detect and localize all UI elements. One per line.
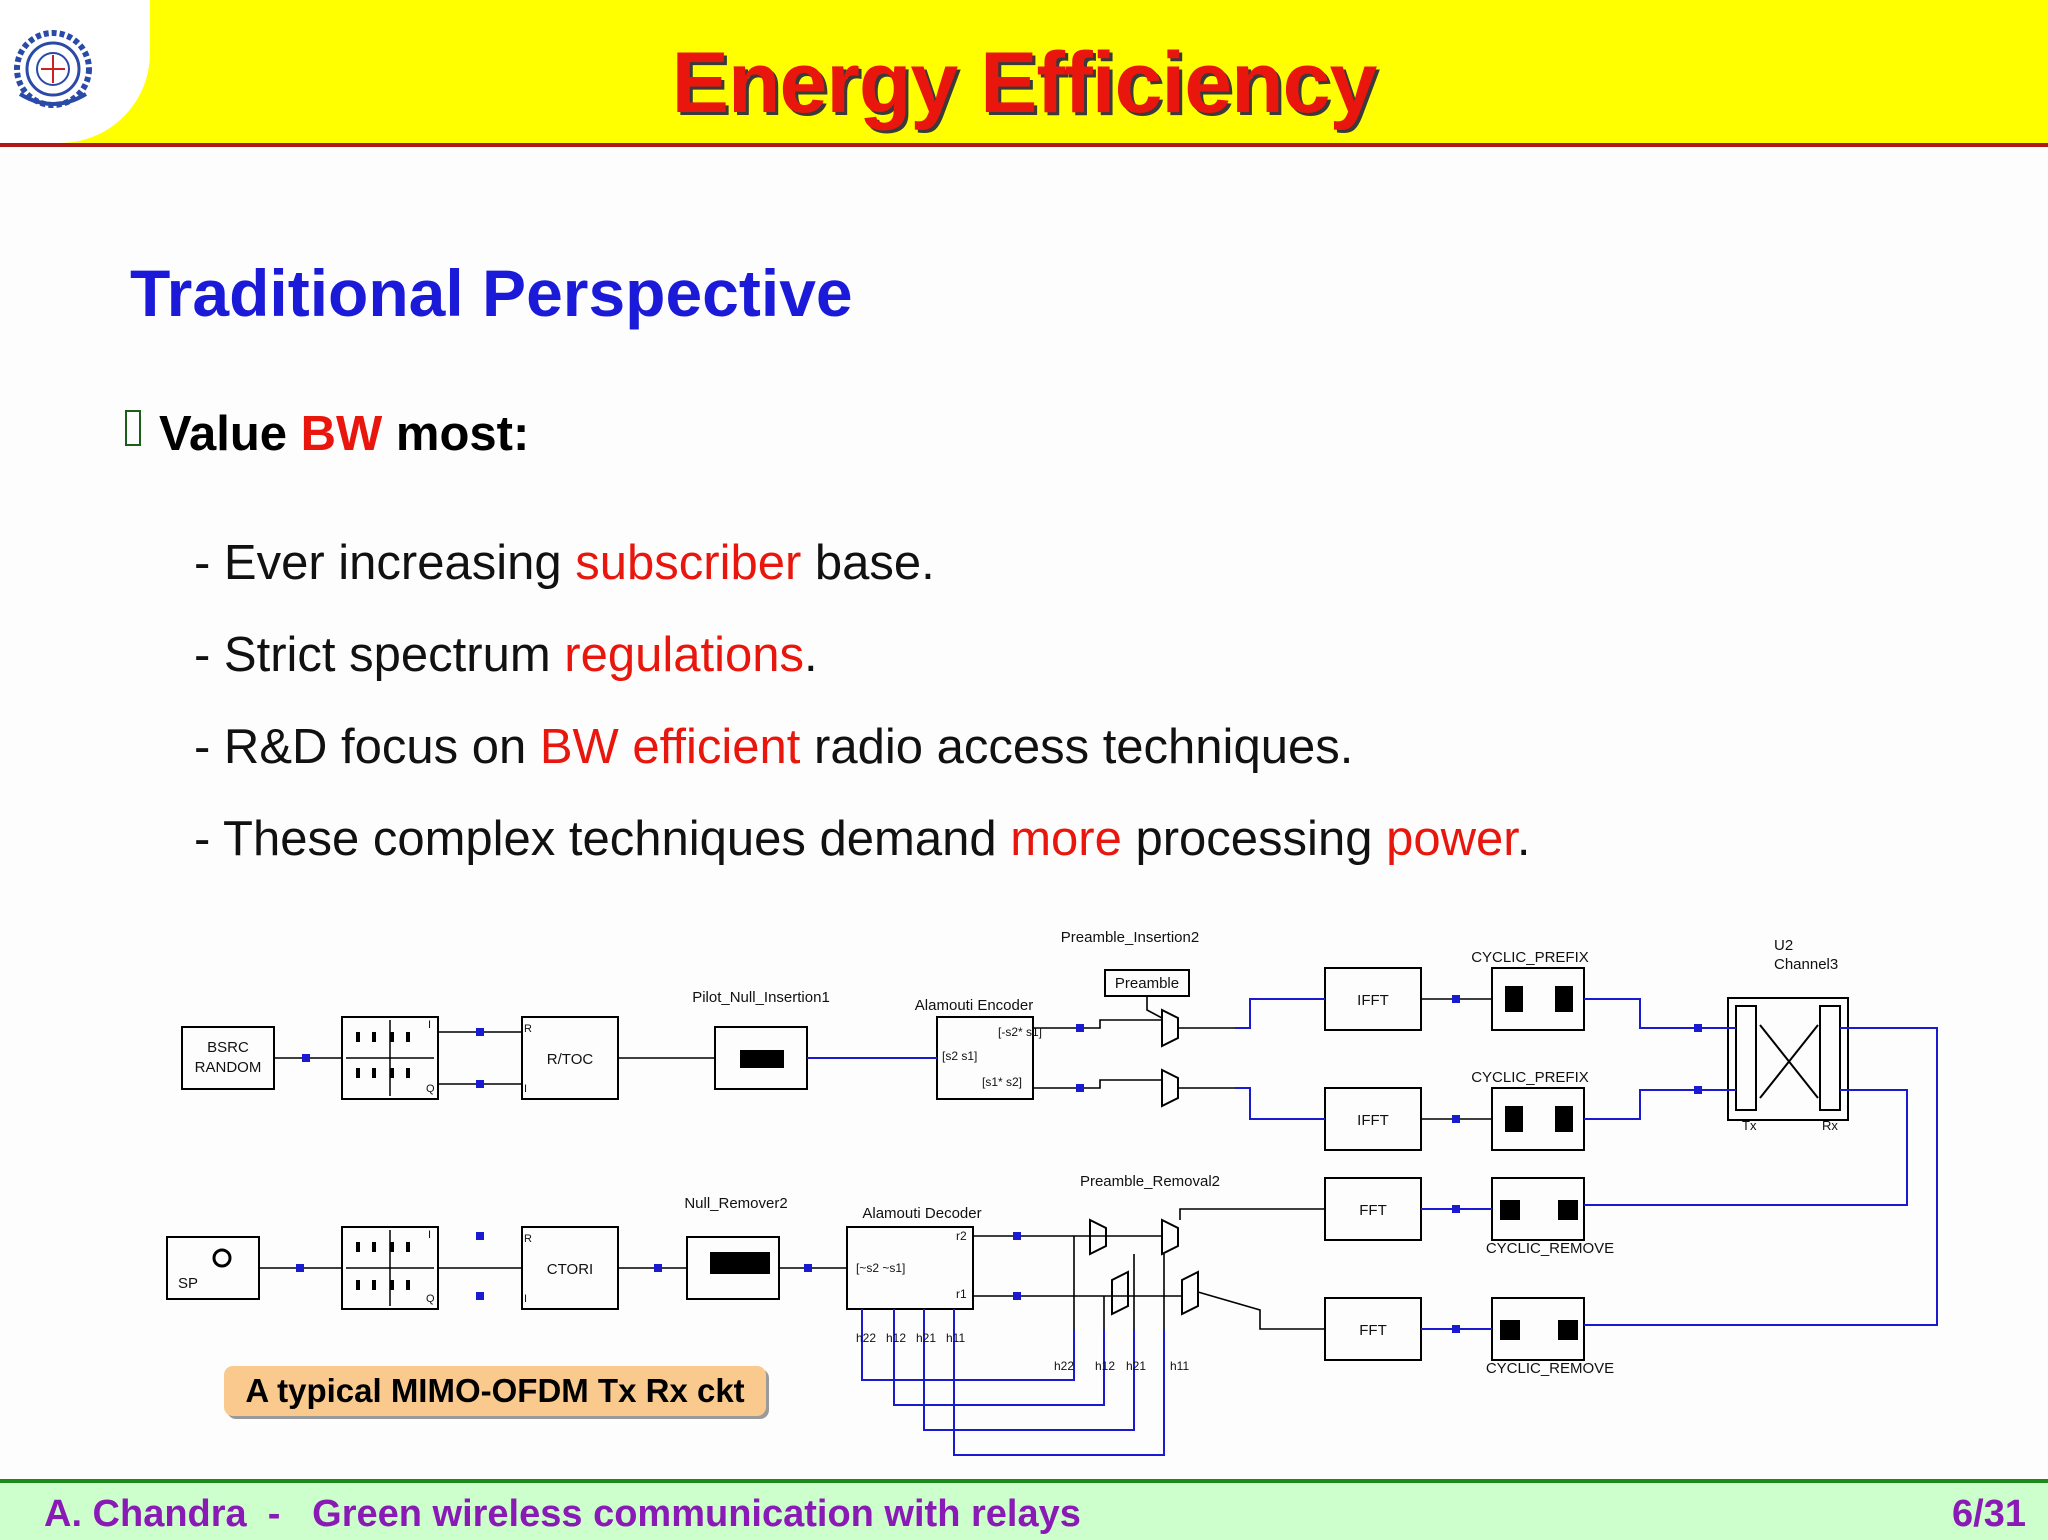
- svg-text:[s2 s1]: [s2 s1]: [942, 1049, 977, 1063]
- logo-area: [0, 0, 150, 143]
- svg-text:h21: h21: [1126, 1359, 1146, 1373]
- list-item: - These complex techniques demand more p…: [194, 812, 1531, 866]
- svg-text:Rx: Rx: [1822, 1118, 1838, 1133]
- svg-text:CTORI: CTORI: [547, 1261, 593, 1278]
- svg-text:Preamble: Preamble: [1115, 975, 1179, 992]
- svg-text:Alamouti Encoder: Alamouti Encoder: [915, 997, 1033, 1014]
- slide-title: Energy Efficiency: [671, 35, 1378, 131]
- svg-text:Pilot_Null_Insertion1: Pilot_Null_Insertion1: [692, 989, 830, 1006]
- svg-text:r2: r2: [956, 1229, 967, 1243]
- svg-text:h22: h22: [856, 1331, 876, 1345]
- svg-text:R: R: [524, 1233, 532, 1245]
- page-number: 6/31: [1952, 1493, 2026, 1535]
- svg-text:FFT: FFT: [1359, 1202, 1387, 1219]
- footer-bar: A. Chandra - Green wireless communicatio…: [0, 1479, 2048, 1540]
- main-bullet: Value BW most:: [125, 406, 529, 462]
- svg-text:R: R: [524, 1023, 532, 1035]
- svg-text:Q: Q: [426, 1293, 435, 1305]
- svg-text:[s1* s2]: [s1* s2]: [982, 1075, 1022, 1089]
- svg-text:Tx: Tx: [1742, 1118, 1757, 1133]
- bsrc-random-block: [181, 1026, 275, 1090]
- svg-text:RANDOM: RANDOM: [195, 1059, 262, 1076]
- bullet-highlight: BW: [300, 407, 383, 461]
- svg-text:U2: U2: [1774, 937, 1793, 954]
- svg-text:Null_Remover2: Null_Remover2: [684, 1195, 787, 1212]
- bullet-text-post: most:: [382, 407, 530, 461]
- channel-block: [1727, 997, 1849, 1121]
- svg-text:I: I: [428, 1229, 431, 1241]
- svg-text:Preamble_Insertion2: Preamble_Insertion2: [1061, 929, 1199, 946]
- svg-text:h11: h11: [946, 1331, 965, 1345]
- figure-caption: A typical MIMO-OFDM Tx Rx ckt: [224, 1366, 766, 1416]
- footer-author-title: A. Chandra - Green wireless communicatio…: [44, 1493, 1081, 1535]
- svg-text:h11: h11: [1170, 1359, 1189, 1373]
- bullet-icon: [125, 410, 141, 446]
- svg-text:Channel3: Channel3: [1774, 956, 1838, 973]
- svg-text:h12: h12: [1095, 1359, 1115, 1373]
- svg-text:I: I: [524, 1293, 527, 1305]
- null-remover-icon: [710, 1252, 770, 1274]
- mimo-ofdm-block-diagram: BSRC RANDOM R/TOC CTORI Pilot_Null_Inser…: [166, 929, 1938, 1456]
- title-bar: Energy Efficiency: [0, 0, 2048, 147]
- svg-text:R/TOC: R/TOC: [547, 1051, 594, 1068]
- svg-text:FFT: FFT: [1359, 1322, 1387, 1339]
- svg-text:Preamble_Removal2: Preamble_Removal2: [1080, 1173, 1220, 1190]
- svg-text:CYCLIC_PREFIX: CYCLIC_PREFIX: [1471, 1069, 1589, 1086]
- svg-text:IFFT: IFFT: [1357, 992, 1389, 1009]
- svg-text:h12: h12: [886, 1331, 906, 1345]
- list-item: - Ever increasing subscriber base.: [194, 536, 935, 590]
- svg-text:CYCLIC_PREFIX: CYCLIC_PREFIX: [1471, 949, 1589, 966]
- section-heading: Traditional Perspective: [130, 256, 853, 330]
- institute-logo-icon: [14, 30, 92, 108]
- svg-text:I: I: [428, 1019, 431, 1031]
- svg-text:h22: h22: [1054, 1359, 1074, 1373]
- svg-text:BSRC: BSRC: [207, 1039, 249, 1056]
- list-item: - R&D focus on BW efficient radio access…: [194, 720, 1354, 774]
- svg-text:h21: h21: [916, 1331, 936, 1345]
- svg-text:r1: r1: [956, 1287, 967, 1301]
- svg-text:[~s2 ~s1]: [~s2 ~s1]: [856, 1261, 905, 1275]
- svg-text:CYCLIC_REMOVE: CYCLIC_REMOVE: [1486, 1240, 1614, 1257]
- svg-text:I: I: [524, 1083, 527, 1095]
- list-item: - Strict spectrum regulations.: [194, 628, 818, 682]
- svg-text:SP: SP: [178, 1275, 198, 1292]
- svg-text:[-s2* s1]: [-s2* s1]: [998, 1025, 1042, 1039]
- svg-text:Q: Q: [426, 1083, 435, 1095]
- svg-text:Alamouti Decoder: Alamouti Decoder: [862, 1205, 981, 1222]
- pilot-icon: [740, 1050, 784, 1068]
- svg-text:IFFT: IFFT: [1357, 1112, 1389, 1129]
- svg-text:CYCLIC_REMOVE: CYCLIC_REMOVE: [1486, 1360, 1614, 1377]
- bullet-text-pre: Value: [159, 407, 301, 461]
